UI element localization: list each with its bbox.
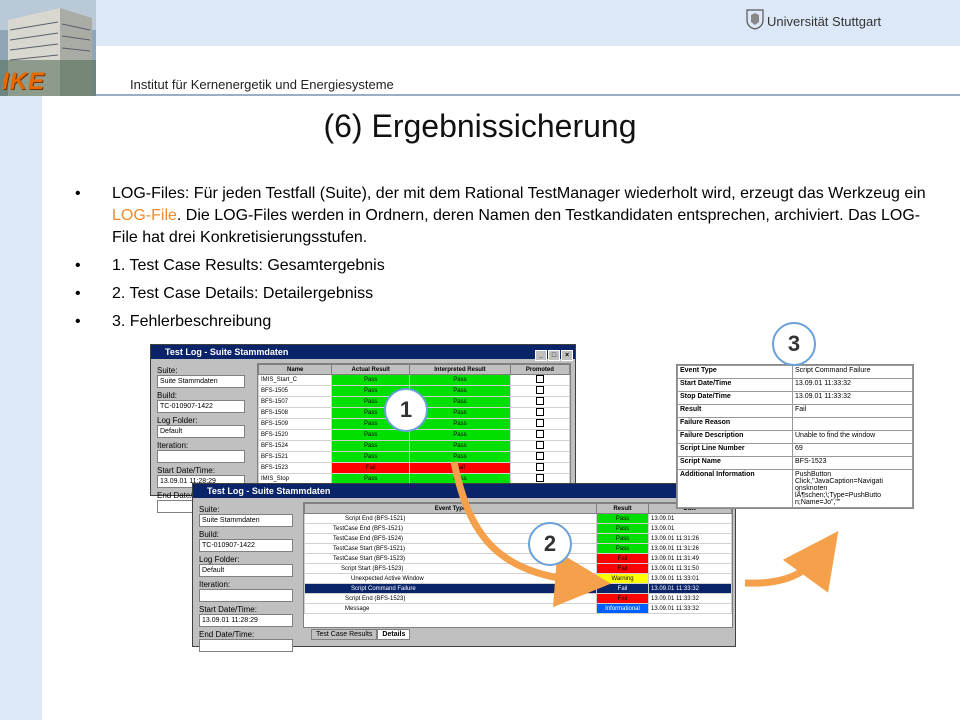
detail-value: PushButton Click,"JavaCaption=Navigati o… [792,469,913,508]
maximize-icon[interactable]: □ [548,350,560,361]
tab-test-case-results[interactable]: Test Case Results [311,629,378,640]
header-divider [96,94,960,96]
promoted-checkbox[interactable] [535,419,544,427]
arrow-results-to-details [450,461,611,608]
promoted-checkbox[interactable] [535,386,544,394]
institute-name: Institut für Kernenergetik und Energiesy… [130,77,394,92]
bullet-dot: • [75,185,81,202]
field-value [199,639,293,652]
bullet-text-part: LOG-Files: Für jeden Testfall (Suite), d… [112,185,926,202]
university-emblem-icon [746,9,764,30]
event-date: 13.09.01 11:33:32 [648,603,732,614]
field-label: Build: [157,391,178,400]
promoted-checkbox[interactable] [535,430,544,438]
promoted-checkbox[interactable] [535,452,544,460]
ike-logo-text: IKE [2,68,46,95]
field-label: Log Folder: [199,555,240,564]
bullet-test-case-results: • 1. Test Case Results: Gesamtergebnis [72,255,932,277]
bullet-text: 3. Fehlerbeschreibung [112,313,272,330]
bullet-dot: • [75,285,81,302]
field-value: Suite Stammdaten [157,375,245,388]
promoted-checkbox[interactable] [535,375,544,383]
window-titlebar: Test Log - Suite Stammdaten _□× [151,345,575,361]
step-badge-3: 3 [772,322,816,366]
slide-title: (6) Ergebnissicherung [323,108,637,144]
field-label: Start Date/Time: [199,605,257,614]
field-value: Suite Stammdaten [199,514,293,527]
bullet-text: 2. Test Case Details: Detailergebniss [112,285,374,302]
field-label: Build: [199,530,220,539]
field-value: TC-010907-1422 [199,539,293,552]
field-label: Suite: [157,366,178,375]
left-decor-strip [0,96,42,720]
window-title: Test Log - Suite Stammdaten [165,347,289,357]
bullet-text: 1. Test Case Results: Gesamtergebnis [112,257,385,274]
close-icon[interactable]: × [561,350,573,361]
arrow-details-to-failure [744,531,839,593]
field-value [157,450,245,463]
field-label: End Date/Time: [157,491,213,500]
bullet-dot: • [75,257,81,274]
field-label: Start Date/Time: [157,466,215,475]
field-value: Default [157,425,245,438]
university-name: Universität Stuttgart [767,14,882,29]
minimize-icon[interactable]: _ [535,350,547,361]
field-label: Iteration: [157,441,189,450]
promoted-cell [509,473,571,485]
field-value: TC-010907-1422 [157,400,245,413]
header-band [96,0,960,46]
field-value: 13.09.01 11:28:29 [199,614,293,627]
field-label: Iteration: [199,580,231,589]
step-badge-2: 2 [528,522,572,566]
promoted-checkbox[interactable] [535,441,544,449]
promoted-cell [509,407,571,419]
bullet-list: • LOG-Files: Für jeden Testfall (Suite),… [72,183,932,339]
step-badge-1: 1 [384,388,428,432]
bullet-error-description: • 3. Fehlerbeschreibung [72,311,932,333]
bullet-highlight: LOG-File [112,207,177,224]
bullet-text-part: . Die LOG-Files werden in Ordnern, deren… [112,207,921,246]
bullet-dot: • [75,313,81,330]
interpreted-result: Pass [409,429,511,441]
promoted-checkbox[interactable] [535,408,544,416]
bullet-test-case-details: • 2. Test Case Details: Detailergebniss [72,283,932,305]
building-photo-icon [0,0,96,96]
promoted-checkbox[interactable] [535,463,544,471]
detail-key: Additional Information [677,469,793,508]
institute-logo: IKE [0,0,96,96]
promoted-checkbox[interactable] [535,397,544,405]
field-value: Default [199,564,293,577]
test-log-results-window: Test Log - Suite Stammdaten _□× Suite:Su… [150,344,576,513]
field-label: Suite: [199,505,220,514]
promoted-checkbox[interactable] [535,474,544,482]
bullet-log-files: • LOG-Files: Für jeden Testfall (Suite),… [72,183,932,249]
field-value [199,589,293,602]
window-title: Test Log - Suite Stammdaten [207,486,331,496]
field-label: End Date/Time: [199,630,255,639]
detail-row: Failure Reason [677,417,913,431]
tab-details[interactable]: Details [377,629,411,640]
field-label: Log Folder: [157,416,198,425]
